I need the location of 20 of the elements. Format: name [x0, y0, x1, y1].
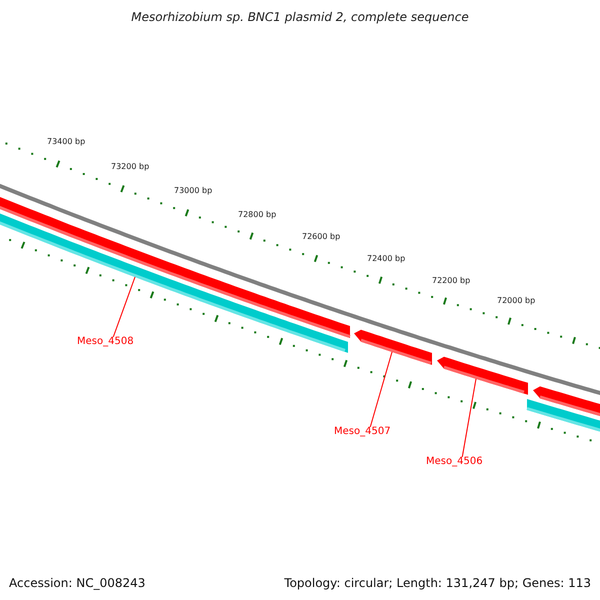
footer-text: Topology: circular; Length: 131,247 bp; Genes: 113: [284, 576, 591, 590]
gene-label: Meso_4507: [334, 426, 391, 437]
scale-label: 72200 bp: [432, 276, 470, 285]
title: Mesorhizobium sp. BNC1 plasmid 2, complete sequence: [130, 10, 470, 24]
gene-label: Meso_4506: [426, 456, 483, 467]
gene-bar: [354, 330, 432, 365]
leader-line: [370, 351, 392, 428]
leader-line: [112, 276, 136, 338]
scale-label: 73000 bp: [174, 186, 212, 195]
gene-bar: [526, 399, 600, 434]
scale-label: 73200 bp: [111, 162, 150, 171]
gene-label: Meso_4508: [77, 336, 134, 347]
gene-bar: [437, 356, 528, 395]
scale-label: 73400 bp: [47, 137, 86, 146]
leader-line: [462, 378, 476, 458]
footer-text: Accession: NC_008243: [9, 576, 146, 590]
scale-label: 72400 bp: [367, 254, 406, 263]
scale-label: 72000 bp: [497, 296, 536, 305]
scale-label: 72800 bp: [238, 210, 276, 219]
scale-label: 72600 bp: [302, 232, 340, 241]
